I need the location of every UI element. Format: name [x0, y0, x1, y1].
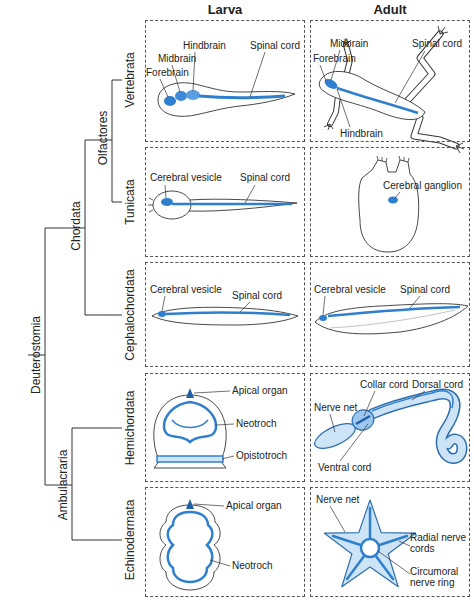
tornaria-larva [154, 388, 226, 468]
diagram-panel: HindbrainMidbrainForebrain Spinal cord [145, 20, 305, 142]
leader-line [194, 391, 234, 459]
leader-line [330, 391, 425, 461]
taxon-label: Hemichordata [123, 391, 137, 466]
taxon-label: Olfactores [96, 111, 110, 166]
taxon-label: Vertebrata [123, 52, 137, 107]
frog-adult [319, 26, 464, 153]
part-label: Spinal cord [240, 172, 290, 183]
diagram-panel: Nerve netRadial nerve cordsCircumoral ne… [310, 487, 470, 597]
part-label: Nerve net [314, 402, 357, 413]
part-label: Neotroch [236, 418, 277, 429]
diagram-panel: Cerebral vesicleSpinal cord [145, 262, 305, 367]
part-label: Midbrain [330, 38, 368, 49]
taxon-label: Ambulacraria [56, 450, 70, 521]
taxon-label: Cephalochordata [123, 269, 137, 360]
column-header: Larva [208, 2, 243, 17]
part-label: Apical organ [232, 385, 288, 396]
diagram-panel: Cerebral ganglion [310, 147, 470, 257]
diagram-panel: Apical organNeotrochOpistotroch [145, 373, 305, 482]
taxon-label: Echinodermata [123, 500, 137, 581]
tunicate-larva [148, 191, 297, 219]
part-label: Spinal cord [412, 38, 462, 49]
phylogeny-tree [28, 80, 122, 540]
part-label: Cerebral vesicle [150, 284, 222, 295]
leader-line [395, 192, 400, 198]
part-label: Midbrain [158, 53, 196, 64]
diagram-panel: Collar cord Dorsal cordNerve netVentral c… [310, 373, 470, 482]
part-label: Spinal cord [232, 290, 282, 301]
starfish-adult [324, 500, 415, 587]
part-label: Cerebral vesicle [314, 284, 386, 295]
taxon-label: Chordata [69, 201, 83, 250]
part-label: Opistotroch [236, 450, 287, 461]
part-label: Nerve net [316, 494, 359, 505]
diagram-panel: Cerebral vesicle Spinal cord [145, 147, 305, 257]
part-label: Apical organ [226, 500, 282, 511]
part-label: Spinal cord [250, 40, 300, 51]
part-label: Neotroch [232, 560, 273, 571]
diagram-panel: Cerebral vesicle Spinal cord [310, 262, 470, 367]
part-label: Dorsal cord [412, 379, 463, 390]
part-label: Forebrain [146, 67, 189, 78]
column-header: Adult [373, 2, 406, 17]
amphioxus-larva [152, 307, 298, 325]
part-label: Collar cord [360, 379, 408, 390]
part-label: Cerebral vesicle [150, 172, 222, 183]
part-label: Forebrain [313, 53, 356, 64]
part-label: Hindbrain [183, 40, 226, 51]
diagram-panel: MidbrainForebrain Spinal cordHindbrain [310, 20, 470, 142]
leader-line [330, 506, 410, 574]
amphioxus-adult [315, 304, 468, 334]
part-label: Radial nerve cords [410, 532, 468, 554]
part-label: Spinal cord [400, 284, 450, 295]
part-label: Cerebral ganglion [383, 180, 462, 191]
tunicate-adult [359, 156, 419, 252]
taxon-label: Deuterostomia [29, 316, 43, 394]
part-label: Circumoral nerve ring [410, 566, 468, 588]
part-label: Ventral cord [318, 462, 371, 473]
leader-line [194, 504, 230, 566]
diagram-panel: Apical organNeotroch [145, 487, 305, 597]
leader-line [165, 185, 255, 203]
leader-line [323, 296, 420, 315]
auricularia-larva [160, 499, 220, 590]
acorn-worm [311, 391, 462, 459]
taxon-label: Tunicata [123, 179, 137, 225]
part-label: Hindbrain [340, 128, 383, 139]
